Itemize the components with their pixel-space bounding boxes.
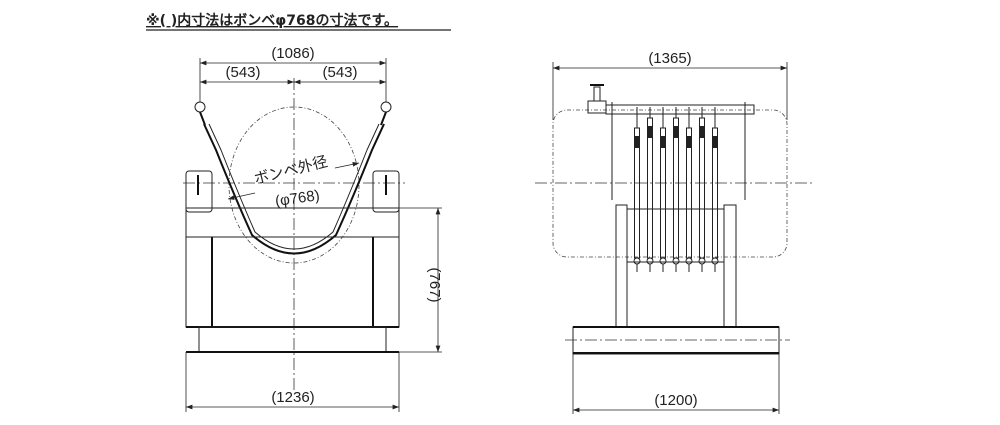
note-text: ※( )内寸法はボンベφ768の寸法です。	[146, 12, 398, 29]
tubes	[633, 107, 719, 272]
base-plate	[198, 326, 387, 353]
tube	[659, 107, 667, 272]
dim-height: (767)	[426, 267, 443, 302]
dim-base-width: (1236)	[271, 389, 314, 406]
sling-band	[203, 123, 385, 255]
frame-leg-left	[615, 204, 628, 328]
cylinder-diameter: (φ768)	[274, 187, 321, 210]
cylinder-outline	[552, 109, 788, 258]
dim-overall-width: (1086)	[271, 45, 314, 62]
bracket-right	[372, 170, 400, 213]
bracket-left	[185, 170, 213, 213]
tube	[633, 107, 641, 272]
dim-overall-width: (1365)	[648, 50, 691, 67]
dim-base-width: (1200)	[654, 392, 697, 409]
side-view: (1365) (1200)	[535, 50, 812, 414]
base-plate	[572, 326, 780, 355]
valve-icon	[587, 84, 607, 114]
base-block	[185, 236, 400, 328]
dim-half-right: (543)	[322, 64, 357, 81]
shackle-left	[194, 101, 206, 113]
tube	[711, 107, 719, 272]
manifold-pipe	[605, 104, 755, 115]
front-view: (1086) (543) (543) ボンベ外径 (φ768) (767) (1…	[183, 45, 443, 412]
tube	[646, 107, 654, 272]
dim-half-left: (543)	[225, 64, 260, 81]
tube	[685, 107, 693, 272]
shackle-right	[380, 101, 392, 113]
tube	[698, 107, 706, 272]
cylinder-outline	[228, 106, 360, 264]
tube	[672, 107, 680, 272]
frame-leg-right	[723, 204, 737, 328]
